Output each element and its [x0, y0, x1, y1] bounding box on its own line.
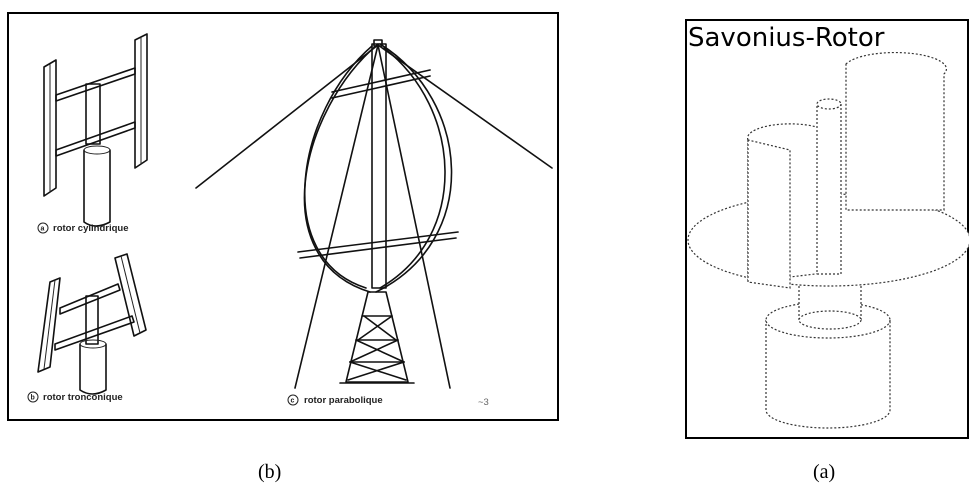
corner-mark: ~3	[478, 397, 489, 408]
panel-b: a rotor cylindrique b rotor tronconique	[7, 12, 559, 421]
panel-a: Savonius-Rotor	[685, 19, 969, 439]
rotor-tronconique-drawing	[37, 253, 147, 395]
label-b: b rotor tronconique	[27, 391, 123, 403]
label-a: a rotor cylindrique	[37, 222, 128, 234]
caption-b: (b)	[258, 461, 281, 483]
panel-b-frame	[7, 12, 559, 421]
caption-a: (a)	[813, 461, 835, 483]
label-c: c rotor parabolique ~3	[287, 394, 489, 408]
label-b-marker: b	[31, 395, 35, 402]
label-b-text: rotor tronconique	[43, 392, 123, 403]
savonius-rotor-title: Savonius-Rotor	[688, 23, 885, 53]
rotor-parabolique-drawing	[195, 39, 553, 389]
label-c-marker: c	[291, 398, 295, 405]
savonius-rotor-drawing	[687, 51, 969, 429]
label-a-marker: a	[41, 226, 45, 233]
label-a-text: rotor cylindrique	[53, 223, 128, 234]
rotor-cylindrique-drawing	[43, 33, 148, 227]
label-c-text: rotor parabolique	[304, 395, 383, 406]
